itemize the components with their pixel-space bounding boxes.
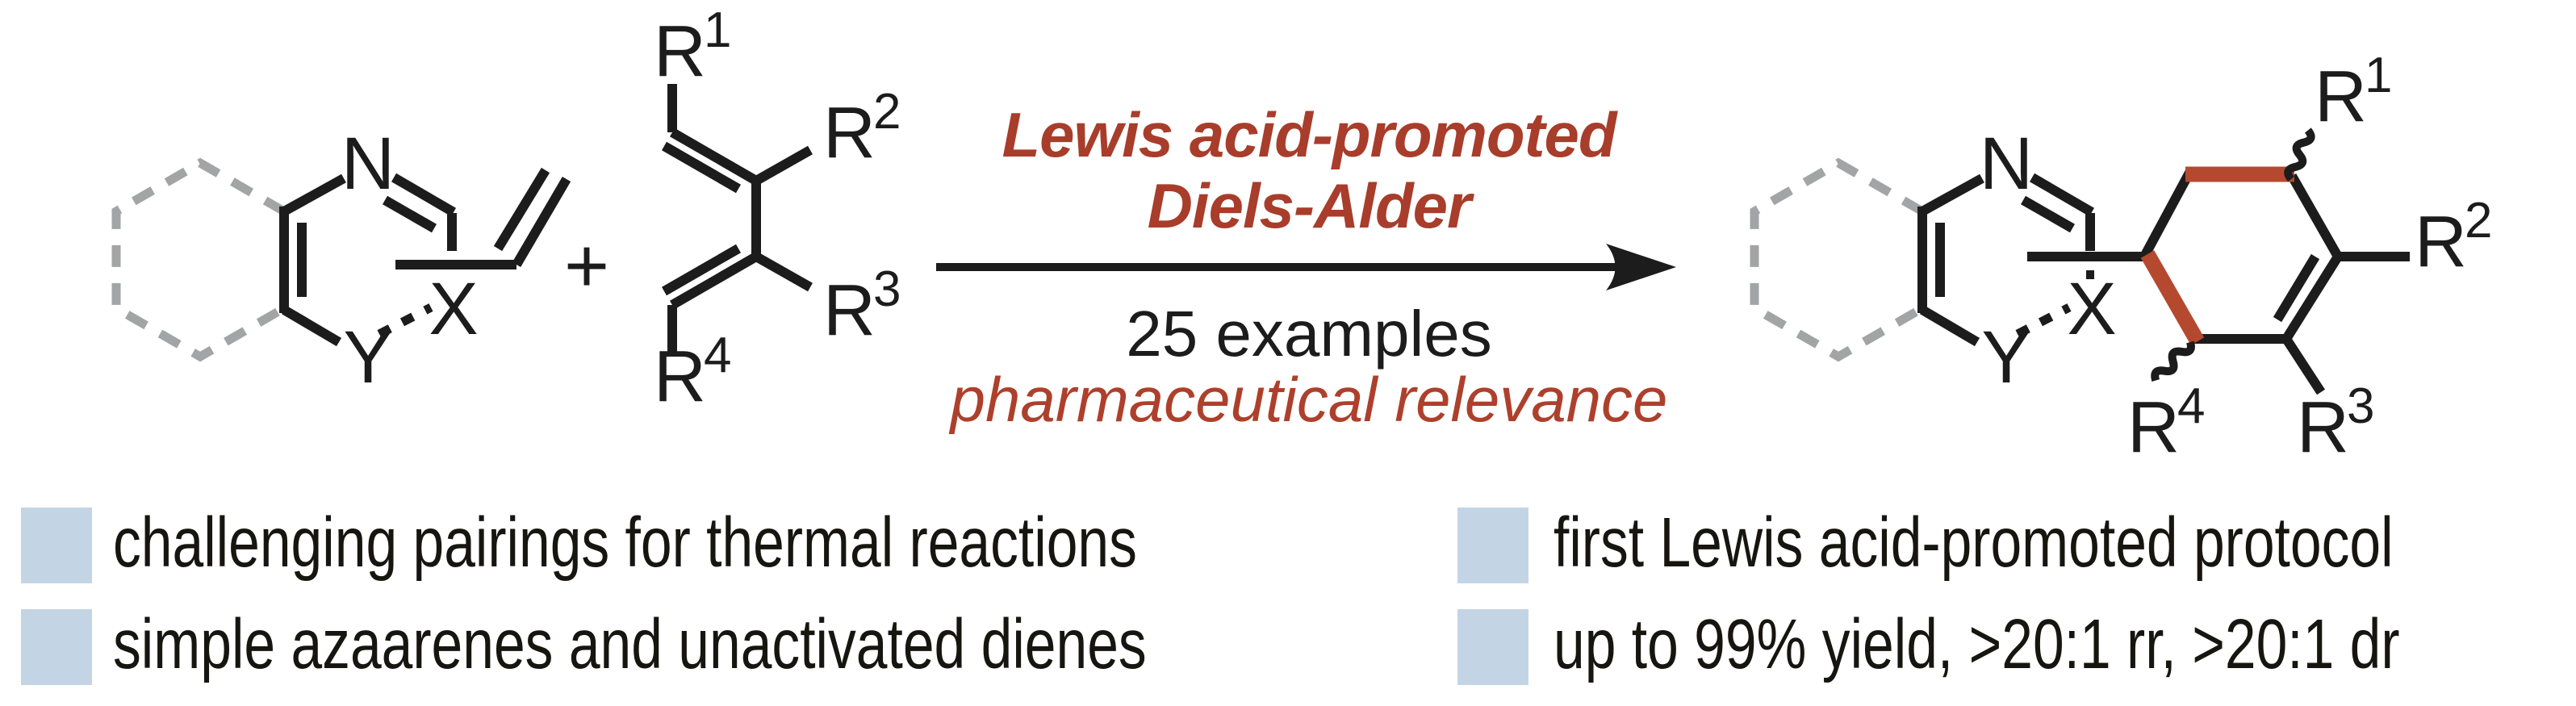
bullet-square — [1457, 508, 1528, 583]
diene-substituent-labels: R 1 R 2 R 3 R 4 — [654, 2, 901, 417]
r2-label: R — [823, 93, 876, 173]
vinyl-group-bonds — [395, 167, 571, 269]
diene-skeleton-bonds — [662, 84, 813, 353]
atom-label-y: Y — [343, 316, 392, 399]
r1-superscript: 1 — [704, 2, 731, 58]
r4-label: R — [654, 336, 706, 417]
stereochemistry-wavy-bonds — [2151, 127, 2315, 382]
r3-superscript: 3 — [873, 261, 901, 317]
cyclohexene-black-bonds — [2139, 170, 2410, 395]
bullet-square — [21, 609, 92, 685]
azine-ring-bonds — [279, 173, 457, 347]
r1-wavy-bond — [2284, 127, 2315, 182]
plus-sign: + — [564, 223, 609, 309]
atom-label-y: Y — [1981, 316, 2030, 399]
r4-label: R — [2127, 387, 2180, 468]
product-cyclohexene-ring: R 1 R 2 R 3 R 4 — [2127, 48, 2492, 468]
r3-superscript: 3 — [2347, 378, 2374, 434]
reactant-atom-labels: N X Y — [341, 123, 479, 399]
r3-label: R — [2297, 387, 2349, 468]
r1-label: R — [654, 11, 706, 92]
atom-label-x: X — [2067, 268, 2116, 350]
reaction-title-line1: Lewis acid-promoted — [1002, 99, 1616, 170]
atom-label-n: N — [1980, 123, 2033, 205]
fused-benzo-ring-dashed — [111, 157, 286, 362]
atom-label-n: N — [341, 123, 395, 205]
r2-label: R — [2415, 202, 2467, 282]
bullet-text: simple azaarenes and unactivated dienes — [113, 605, 1147, 683]
new-bond-left — [2140, 250, 2205, 345]
x-y-variable-bond-dashed — [2015, 303, 2072, 338]
bullet-text: up to 99% yield, >20:1 rr, >20:1 dr — [1554, 605, 2400, 683]
reactant-diene: R 1 R 2 R 3 R 4 — [654, 2, 901, 417]
bullet-text: first Lewis acid-promoted protocol — [1554, 503, 2394, 582]
r2-superscript: 2 — [2465, 193, 2492, 249]
bullet-square — [1457, 609, 1528, 685]
r4-superscript: 4 — [704, 328, 731, 383]
bullet-text: challenging pairings for thermal reactio… — [113, 503, 1137, 582]
relevance-note-text: pharmaceutical relevance — [950, 364, 1668, 435]
r4-wavy-bond — [2151, 340, 2195, 382]
r1-label: R — [2315, 56, 2367, 137]
new-formed-bonds-red — [2140, 166, 2294, 345]
bullet-square — [21, 508, 92, 583]
arrowhead — [1606, 244, 1676, 290]
reaction-title-line2: Diels-Alder — [1147, 170, 1472, 241]
r1-superscript: 1 — [2365, 48, 2392, 103]
product-substituent-labels: R 1 R 2 R 3 R 4 — [2127, 48, 2492, 468]
reaction-conditions-block: Lewis acid-promoted Diels-Alder 25 examp… — [914, 0, 1704, 452]
reaction-arrow — [936, 244, 1676, 290]
product-atom-labels: N X Y — [1980, 123, 2117, 399]
reactant-azaarene: N X Y — [111, 123, 571, 399]
r3-label: R — [823, 270, 876, 351]
fused-benzo-ring-dashed — [1750, 157, 1925, 362]
examples-count-text: 25 examples — [1126, 298, 1492, 370]
azine-ring-bonds — [1917, 173, 2144, 347]
atom-label-x: X — [429, 268, 478, 350]
r2-superscript: 2 — [873, 84, 901, 140]
x-y-variable-bond-dashed — [377, 303, 433, 338]
r4-superscript: 4 — [2177, 378, 2205, 434]
product-azaarene: N X Y — [1750, 123, 2144, 399]
